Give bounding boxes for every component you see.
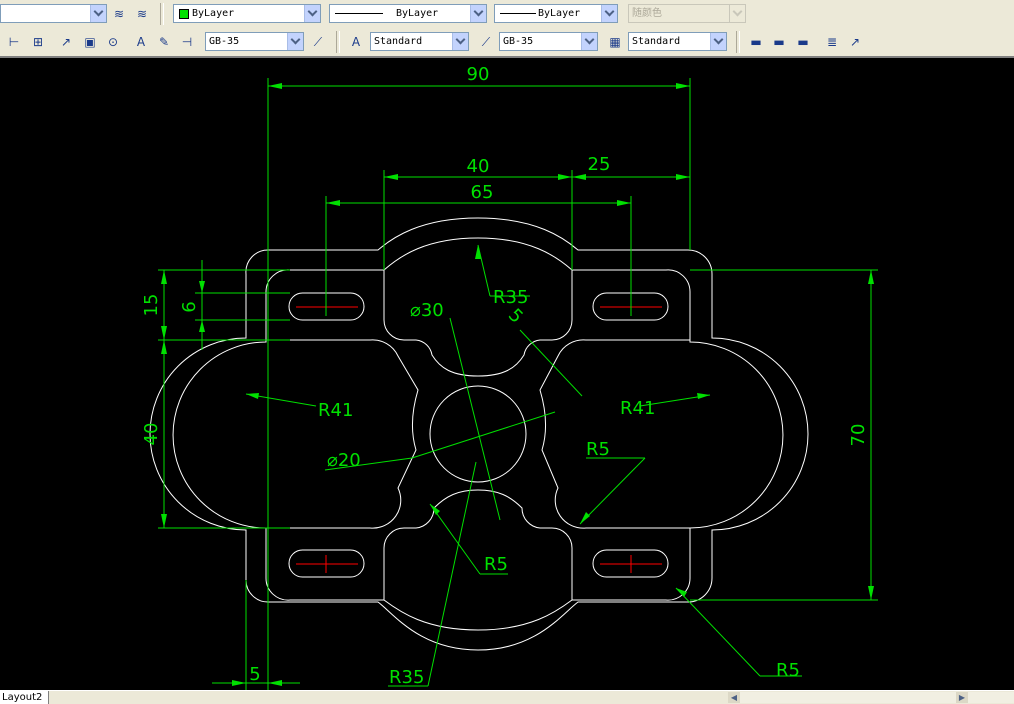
linear-dimension-icon[interactable]: ⊢: [8, 35, 20, 49]
web-bottom: [383, 489, 573, 600]
dim-right-radius: R41: [620, 398, 655, 419]
dimension-arrows: [161, 83, 874, 686]
web-left: [266, 339, 419, 529]
canvas-background: [0, 58, 1014, 690]
text-style-icon[interactable]: A: [351, 35, 361, 49]
linetype-combo-value: ByLayer: [396, 8, 439, 19]
scroll-left-icon[interactable]: ◀: [728, 692, 740, 703]
dim-arc-radius-top: R35: [493, 287, 528, 308]
lineweight-combo[interactable]: ByLayer: [494, 4, 618, 23]
toolbar-separator: [336, 31, 340, 53]
dim-slot-height: 15: [141, 294, 162, 317]
chevron-down-icon[interactable]: [287, 33, 303, 50]
layout-tab[interactable]: Layout2: [0, 691, 50, 704]
color-swatch: [179, 9, 189, 19]
table-style-combo[interactable]: Standard: [628, 32, 727, 51]
web-right: [539, 339, 690, 529]
drawing-canvas[interactable]: 90 40 25 65 R35 5 15 6 40 R41 R41 ⌀20 ⌀3…: [0, 58, 1014, 690]
baseline-dimension-icon[interactable]: ⊞: [32, 35, 44, 49]
layout-icon-1[interactable]: ▬: [750, 35, 762, 49]
text-style-combo[interactable]: Standard: [370, 32, 469, 51]
table-style-value: Standard: [632, 36, 681, 47]
horizontal-scrollbar[interactable]: ◀ ▶: [728, 692, 1014, 703]
dimension-edit-icon[interactable]: A: [136, 35, 146, 49]
slot-bottom-left: [288, 549, 365, 578]
center-mark-icon[interactable]: ⊙: [107, 35, 119, 49]
dimension-text-edit-icon[interactable]: ✎: [158, 35, 170, 49]
dim-left-height: 40: [141, 423, 162, 446]
properties-icon[interactable]: ≣: [826, 35, 838, 49]
text-style-value: Standard: [374, 36, 423, 47]
center-hole: [429, 385, 527, 483]
color-combo-value: ByLayer: [192, 8, 235, 19]
layout-icon-2[interactable]: ▬: [773, 35, 785, 49]
chevron-down-icon: [729, 5, 745, 22]
layout-icon-3[interactable]: ▬: [797, 35, 809, 49]
dimension-update-icon[interactable]: ⊣: [181, 35, 193, 49]
inner-outline: [172, 237, 784, 631]
lineweight-sample: [500, 13, 536, 14]
lineweight-combo-value: ByLayer: [538, 8, 581, 19]
dim-hole-large: ⌀30: [410, 300, 444, 321]
dim-slot-width: 6: [179, 301, 200, 312]
dim-left-radius: R41: [318, 400, 353, 421]
dimension-toolbar: ⊢ ⊞ ↗ ▣ ⊙ A ✎ ⊣ GB-35 ⟋ A Standard ⟋ GB-…: [0, 28, 1014, 58]
plotstyle-combo-value: 随颜色: [632, 8, 662, 19]
chevron-down-icon[interactable]: [304, 5, 320, 22]
dimension-style-icon-2[interactable]: ⟋: [481, 35, 491, 49]
dim-slot-span: 65: [471, 182, 494, 203]
dimension-lines: [158, 78, 878, 690]
linetype-sample: [335, 13, 383, 14]
toolbar-separator: [160, 3, 164, 25]
quick-leader-icon[interactable]: ↗: [60, 35, 72, 49]
dim-right-height: 70: [848, 424, 869, 447]
tolerance-icon[interactable]: ▣: [84, 35, 96, 49]
match-properties-icon[interactable]: ↗: [849, 35, 861, 49]
scroll-right-icon[interactable]: ▶: [956, 692, 968, 703]
dim-center-span: 40: [467, 156, 490, 177]
chevron-down-icon[interactable]: [601, 5, 617, 22]
dim-bottom-offset: 5: [249, 664, 260, 685]
chevron-down-icon[interactable]: [90, 5, 106, 22]
dim-style-combo[interactable]: GB-35: [205, 32, 304, 51]
dim-fillet-bottom-right: R5: [776, 660, 800, 681]
layout-tab-bar: Layout2 ◀ ▶: [0, 690, 1014, 704]
chevron-down-icon[interactable]: [581, 33, 597, 50]
dim-arc-radius-bottom: R35: [389, 667, 424, 688]
web-top: [383, 270, 573, 377]
dimension-style-icon[interactable]: ⟋: [313, 35, 323, 49]
dim-style-value: GB-35: [209, 36, 240, 47]
toolbar-separator: [736, 31, 740, 53]
dim-style-combo-2[interactable]: GB-35: [499, 32, 598, 51]
dim-overall-width: 90: [467, 64, 490, 85]
dim-right-offset: 25: [588, 154, 611, 175]
linetype-combo[interactable]: ByLayer: [329, 4, 487, 23]
dim-fillet-center: R5: [484, 554, 508, 575]
layer-states-icon[interactable]: ≋: [113, 7, 125, 21]
slot-bottom-right: [592, 549, 669, 578]
dim-style-value-2: GB-35: [503, 36, 534, 47]
layer-combo[interactable]: [0, 4, 107, 23]
table-style-icon[interactable]: ▦: [609, 35, 621, 49]
dim-hole-small: ⌀20: [327, 450, 361, 471]
chevron-down-icon[interactable]: [710, 33, 726, 50]
properties-toolbar: ≋ ≋ ByLayer ByLayer ByLayer 随颜色: [0, 0, 1014, 29]
outer-outline: [149, 217, 809, 651]
dim-fillet-right: R5: [586, 439, 610, 460]
part-geometry: [149, 217, 809, 651]
chevron-down-icon[interactable]: [452, 33, 468, 50]
plotstyle-combo: 随颜色: [628, 4, 746, 23]
layer-previous-icon[interactable]: ≋: [136, 7, 148, 21]
chevron-down-icon[interactable]: [470, 5, 486, 22]
color-combo[interactable]: ByLayer: [173, 4, 321, 23]
